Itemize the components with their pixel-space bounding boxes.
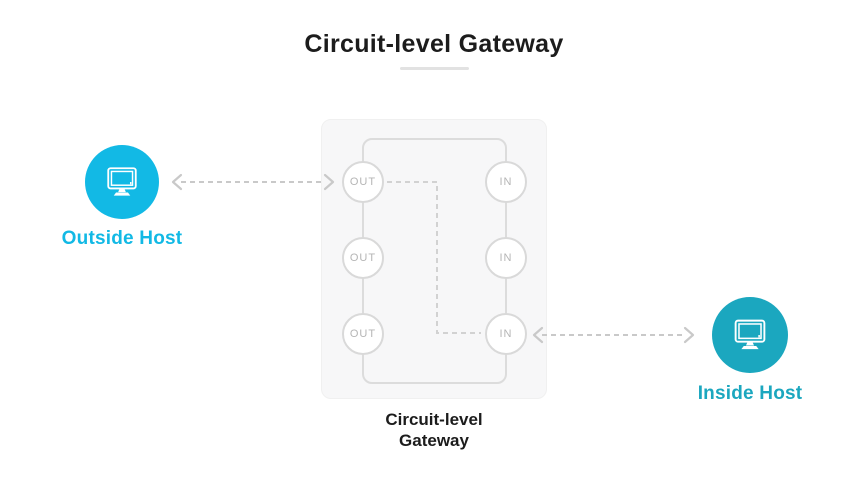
inside-host-node <box>712 297 788 373</box>
inside-host-label: Inside Host <box>697 383 803 404</box>
port-in-3: IN <box>485 313 527 355</box>
port-in-2: IN <box>485 237 527 279</box>
monitor-icon <box>107 167 137 196</box>
gateway-caption: Circuit-level Gateway <box>385 410 483 450</box>
port-out-1: OUT <box>342 161 384 203</box>
outside-arrow <box>171 173 335 191</box>
port-in-1: IN <box>485 161 527 203</box>
inside-arrow <box>532 326 695 344</box>
outside-host-label: Outside Host <box>61 228 183 249</box>
outside-host-node <box>85 145 159 219</box>
page-title: Circuit-level Gateway <box>304 30 564 58</box>
port-out-3: OUT <box>342 313 384 355</box>
monitor-icon <box>734 319 766 350</box>
port-out-2: OUT <box>342 237 384 279</box>
title-divider <box>400 67 469 70</box>
